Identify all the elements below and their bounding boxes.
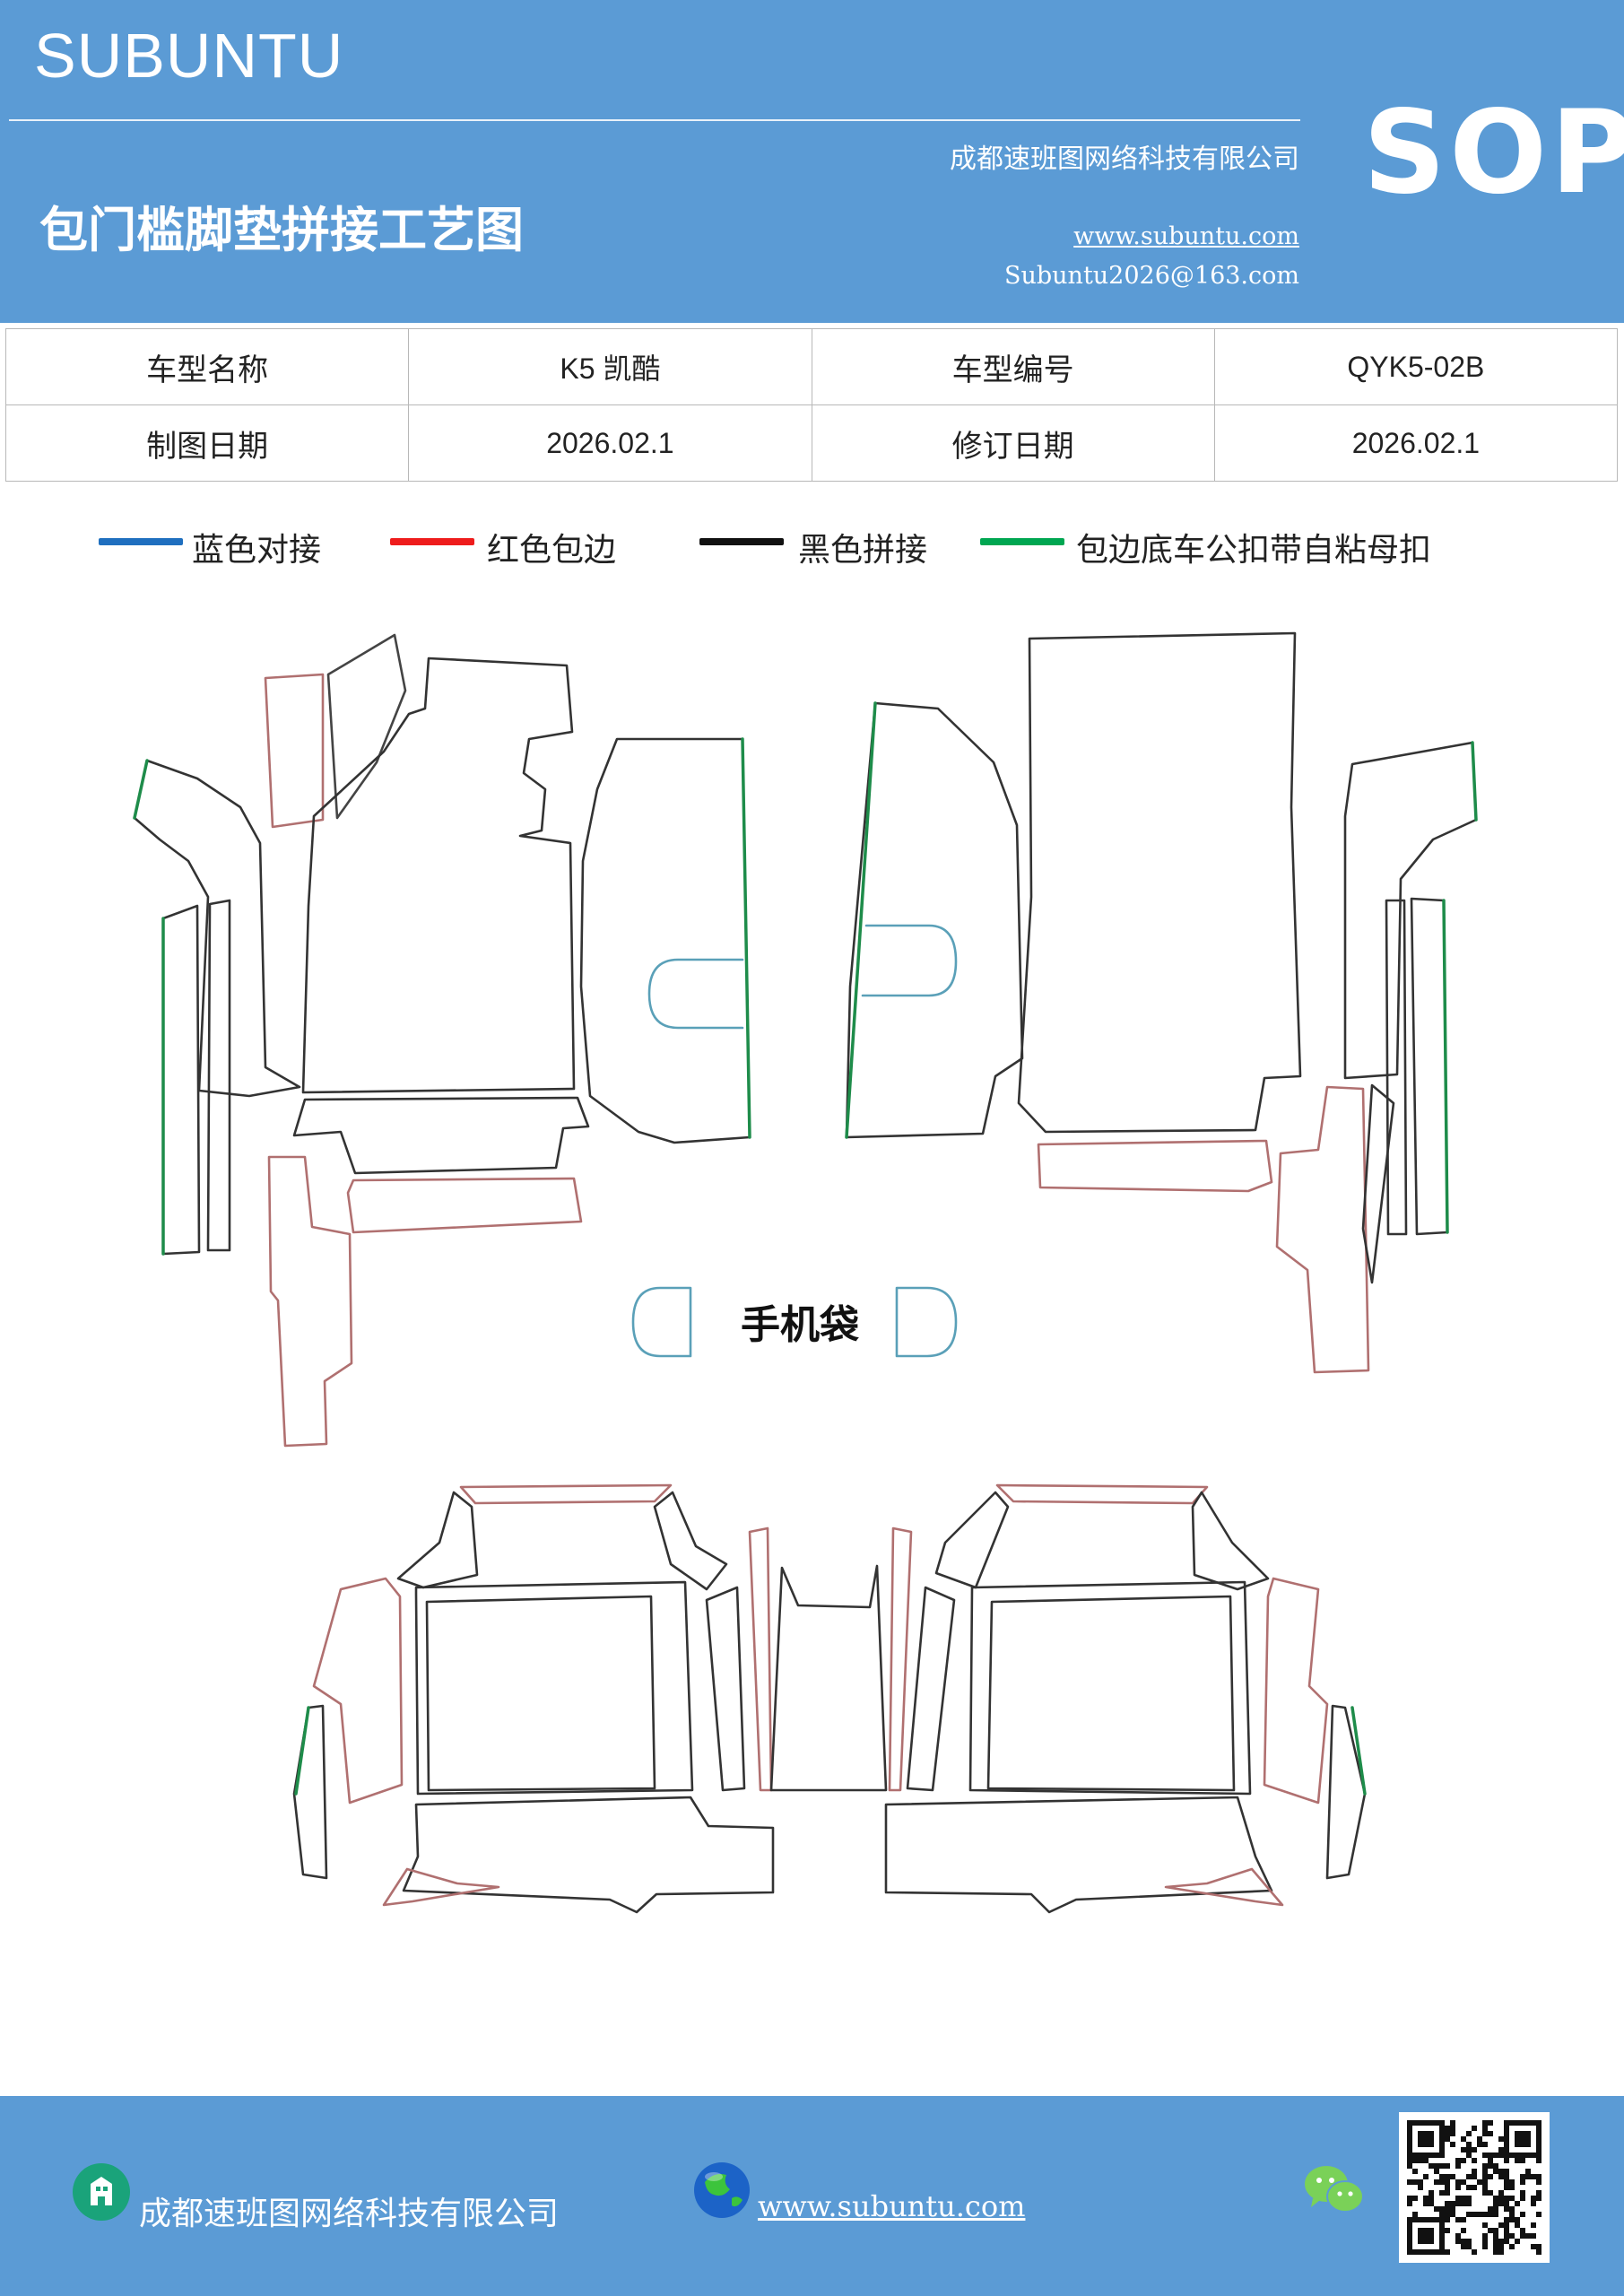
footer-banner: 成都速班图网络科技有限公司 www.subuntu.com <box>0 2096 1624 2296</box>
mat-piece <box>845 701 1024 1139</box>
floor-mat-diagram: 手机袋 <box>133 631 1478 1914</box>
draw-date-label: 制图日期 <box>4 404 410 482</box>
legend-label-blue: 蓝色对接 <box>192 532 322 569</box>
legend-swatch-green <box>980 538 1064 545</box>
table-row: 车型名称 K5 凯酷 车型编号 QYK5-02B <box>4 328 1619 405</box>
mat-piece <box>748 1526 773 1792</box>
mat-piece <box>301 657 576 1094</box>
draw-date-value: 2026.02.1 <box>408 404 812 482</box>
mat-piece <box>133 759 301 1098</box>
table-row: 制图日期 2026.02.1 修订日期 2026.02.1 <box>4 404 1619 482</box>
mat-piece <box>934 1491 1010 1589</box>
phone-pocket-group: 手机袋 <box>631 1286 958 1358</box>
mat-piece <box>346 1177 583 1234</box>
mat-piece <box>845 701 877 1139</box>
sop-badge: SOP <box>1363 86 1624 220</box>
header-banner: SUBUNTU SOP 包门槛脚垫拼接工艺图 成都速班图网络科技有限公司 www… <box>0 0 1624 323</box>
mat-piece <box>1037 1139 1273 1193</box>
legend-swatch-black <box>699 538 784 545</box>
mat-piece <box>326 633 407 820</box>
mat-piece <box>1385 899 1408 1236</box>
mat-piece <box>459 1483 673 1505</box>
mat-piece <box>161 904 201 1256</box>
mat-piece <box>1350 1706 1367 1796</box>
pocket-right <box>895 1286 958 1358</box>
mat-piece <box>402 1796 775 1914</box>
rear-left-mat-group <box>292 1483 888 1914</box>
mat-piece <box>968 1580 1252 1796</box>
pocket-left <box>631 1286 692 1358</box>
document-title: 包门槛脚垫拼接工艺图 <box>39 201 524 258</box>
footer-company: 成都速班图网络科技有限公司 <box>139 2196 560 2232</box>
mat-piece <box>1263 1577 1329 1805</box>
legend-label-red: 红色包边 <box>487 532 617 569</box>
header-website-link[interactable]: www.subuntu.com <box>1073 222 1299 250</box>
mat-piece <box>1017 631 1302 1134</box>
mat-piece <box>425 1595 656 1792</box>
mat-piece <box>312 1577 404 1805</box>
header-divider <box>9 119 1300 121</box>
mat-piece <box>292 1096 590 1175</box>
pocket-cutout <box>861 924 958 997</box>
mat-piece <box>292 1704 328 1880</box>
model-name-value: K5 凯酷 <box>408 328 812 405</box>
mat-piece <box>995 1483 1209 1505</box>
mat-piece <box>1471 741 1478 822</box>
globe-icon <box>694 2162 750 2218</box>
vehicle-info-table: 车型名称 K5 凯酷 车型编号 QYK5-02B 制图日期 2026.02.1 … <box>4 328 1619 482</box>
wechat-icon <box>1305 2166 1364 2213</box>
mat-piece <box>1191 1491 1270 1591</box>
line-legend: 蓝色对接 红色包边 黑色拼接 包边底车公扣带自粘母扣 <box>0 529 1624 574</box>
mat-piece <box>884 1796 1273 1914</box>
mat-piece <box>267 1155 353 1448</box>
mat-piece <box>1442 899 1449 1234</box>
rear-right-mat-group <box>884 1483 1367 1914</box>
mat-piece <box>1275 1085 1370 1374</box>
mat-piece <box>1325 1704 1367 1880</box>
model-code-label: 车型编号 <box>811 328 1215 405</box>
brand-name: SUBUNTU <box>34 21 344 91</box>
pocket-cutout <box>647 958 744 1030</box>
mat-piece <box>264 673 325 829</box>
mat-piece <box>414 1580 694 1796</box>
mat-piece <box>133 759 149 820</box>
header-company: 成都速班图网络科技有限公司 <box>950 144 1299 175</box>
legend-swatch-blue <box>99 538 183 545</box>
mat-piece <box>206 899 231 1252</box>
mat-piece <box>1164 1867 1284 1907</box>
front-left-mat-group <box>133 633 751 1448</box>
legend-label-black: 黑色拼接 <box>798 532 928 569</box>
mat-piece <box>705 1586 746 1792</box>
header-email[interactable]: Subuntu2026@163.com <box>1004 262 1299 290</box>
front-right-mat-group <box>845 631 1478 1374</box>
mat-piece <box>396 1491 479 1589</box>
model-name-label: 车型名称 <box>4 328 410 405</box>
revision-date-label: 修订日期 <box>811 404 1215 482</box>
revision-date-value: 2026.02.1 <box>1213 404 1619 482</box>
mat-piece <box>1410 897 1449 1236</box>
mat-piece <box>906 1586 956 1792</box>
building-icon <box>73 2163 130 2221</box>
mat-piece <box>1361 1083 1395 1284</box>
model-code-value: QYK5-02B <box>1213 328 1619 405</box>
mat-piece <box>579 737 751 1144</box>
footer-website-link[interactable]: www.subuntu.com <box>758 2189 1026 2223</box>
mat-piece <box>294 1706 310 1796</box>
mat-piece <box>769 1564 888 1792</box>
phone-pocket-label: 手机袋 <box>741 1302 859 1348</box>
qr-code[interactable] <box>1399 2112 1550 2263</box>
legend-label-green: 包边底车公扣带自粘母扣 <box>1076 532 1432 569</box>
mat-piece <box>741 737 751 1139</box>
mat-piece <box>653 1491 728 1591</box>
mat-piece <box>986 1595 1236 1792</box>
mat-piece <box>382 1867 500 1907</box>
mat-piece <box>888 1526 913 1792</box>
legend-swatch-red <box>390 538 474 545</box>
